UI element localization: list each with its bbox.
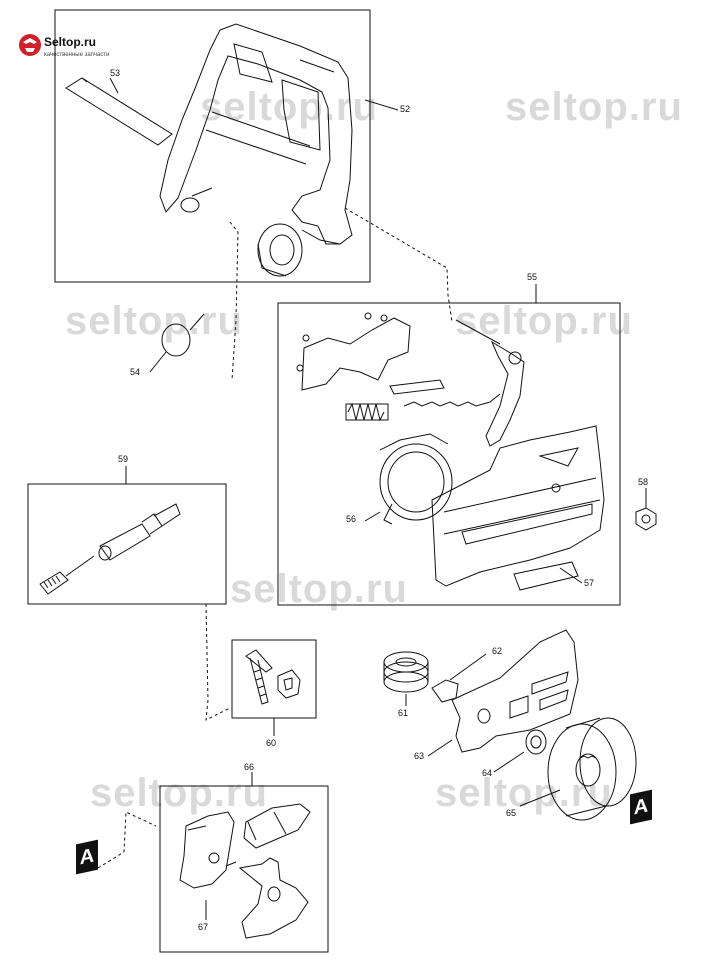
leader-56 bbox=[364, 511, 381, 522]
marker-a-right: A bbox=[630, 789, 652, 825]
part-61-spring bbox=[383, 651, 429, 706]
box-wrench bbox=[231, 639, 317, 719]
box-chain-brake bbox=[277, 302, 621, 606]
marker-a-left: A bbox=[76, 839, 98, 875]
connector-52-54 bbox=[229, 221, 239, 381]
logo-glyph bbox=[25, 48, 35, 52]
box-clutch-shoes bbox=[159, 785, 329, 953]
leader-62 bbox=[449, 653, 487, 681]
label-60: 60 bbox=[266, 738, 277, 748]
part-65-clutch-drum bbox=[519, 717, 637, 821]
box-handle-guard bbox=[54, 9, 371, 283]
leader-57 bbox=[559, 567, 583, 584]
connector-59-60 bbox=[205, 603, 231, 721]
label-63: 63 bbox=[414, 751, 425, 761]
label-53: 53 bbox=[110, 68, 121, 78]
label-62: 62 bbox=[492, 646, 503, 656]
leader-65 bbox=[519, 789, 561, 807]
part-64-washer bbox=[493, 729, 547, 773]
box-adjusting-pin bbox=[27, 483, 227, 605]
brand-logo bbox=[19, 34, 41, 56]
label-66: 66 bbox=[244, 762, 255, 772]
label-67: 67 bbox=[198, 922, 209, 932]
leader-64 bbox=[493, 751, 525, 773]
watermark: seltop.ru bbox=[200, 85, 378, 129]
connector-52-55 bbox=[344, 207, 453, 323]
part-66-clutch-shoe bbox=[243, 803, 311, 849]
part-52-handle-guard bbox=[159, 23, 399, 277]
part-55-brake-assembly bbox=[296, 312, 605, 587]
part-58-nut bbox=[635, 488, 657, 531]
part-54-ring bbox=[149, 313, 205, 373]
label-65: 65 bbox=[506, 808, 517, 818]
label-52: 52 bbox=[400, 104, 411, 114]
part-67-clutch-spring bbox=[179, 811, 309, 939]
leader-52 bbox=[364, 99, 399, 111]
label-61: 61 bbox=[398, 708, 409, 718]
watermark: seltop.ru bbox=[65, 299, 243, 343]
logo-text: Seltop.ru bbox=[44, 35, 97, 49]
logo-circle bbox=[19, 34, 41, 56]
watermark: seltop.ru bbox=[90, 771, 268, 815]
label-56: 56 bbox=[346, 514, 357, 524]
label-55: 55 bbox=[527, 272, 538, 282]
label-59: 59 bbox=[118, 454, 129, 464]
label-58: 58 bbox=[638, 477, 649, 487]
leader-53 bbox=[109, 77, 119, 94]
logo-glyph bbox=[23, 38, 37, 44]
part-57-label-strip bbox=[513, 561, 583, 591]
part-59-pin bbox=[39, 503, 181, 595]
watermark: seltop.ru bbox=[505, 85, 683, 129]
part-63-plate bbox=[427, 629, 579, 757]
label-64: 64 bbox=[482, 768, 493, 778]
label-54: 54 bbox=[130, 367, 141, 377]
part-53-strip bbox=[65, 77, 173, 146]
logo-tagline: качественные запчасти bbox=[44, 52, 110, 58]
part-62-bracket bbox=[431, 653, 487, 703]
leader-54 bbox=[149, 351, 167, 373]
label-57: 57 bbox=[584, 578, 595, 588]
part-60-wrench bbox=[245, 649, 301, 705]
leader-63 bbox=[427, 739, 453, 757]
watermark: seltop.ru bbox=[230, 567, 408, 611]
connector-a-66 bbox=[97, 811, 157, 869]
